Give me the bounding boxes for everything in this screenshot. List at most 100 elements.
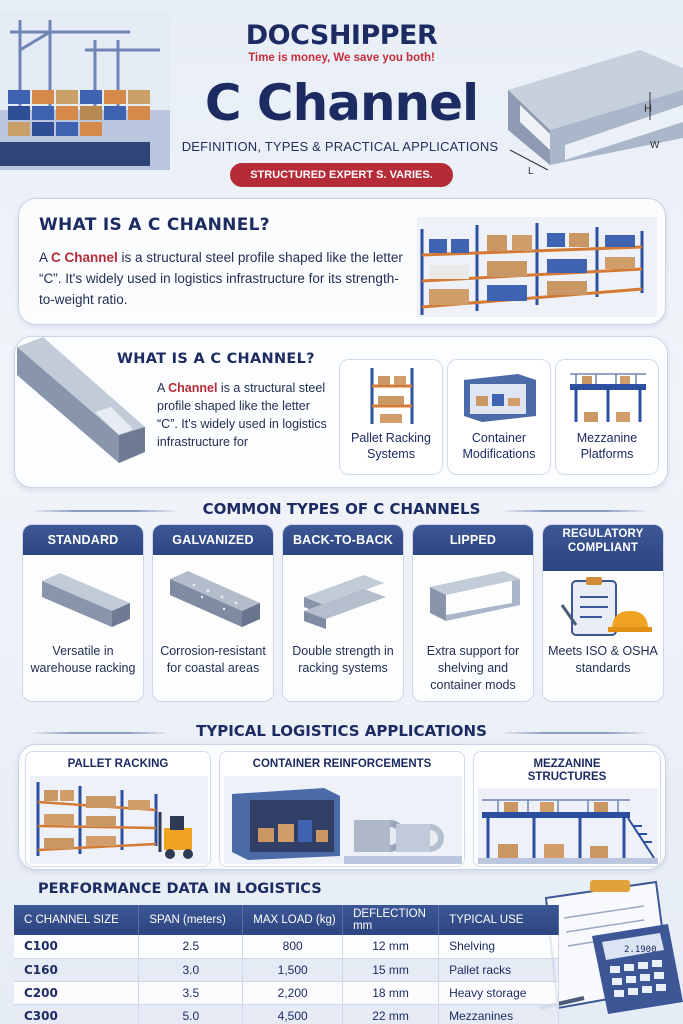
- table-row: C160 3.0 1,500 15 mm Pallet racks: [14, 958, 559, 982]
- mezzanine-icon: [570, 373, 646, 422]
- type-card-regulatory-compliant: REGULATORY COMPLIANT Meets ISO & OSHA st…: [542, 524, 664, 702]
- section2-text-a: A: [157, 381, 169, 395]
- calculator-display: 2.1900: [624, 945, 657, 955]
- performance-heading: PERFORMANCE DATA IN LOGISTICS: [38, 881, 322, 897]
- docshipper-logo: DOCSHIPPER Time is money, We save you bo…: [236, 20, 447, 64]
- applications-row: PALLET RACKING CONTAINER REINFORCEMENTS: [18, 744, 666, 870]
- type-card-lipped: LIPPED Extra support for shelving and co…: [412, 524, 534, 702]
- cell-span: 5.0: [138, 1004, 244, 1024]
- c-channel-beam-diagram: H W L: [508, 50, 683, 177]
- dim-h-label: H: [644, 103, 652, 115]
- cell-typical-use: Heavy storage: [438, 981, 559, 1005]
- divider: [30, 510, 180, 512]
- cell-span: 3.0: [138, 958, 244, 982]
- divider: [500, 732, 650, 734]
- section1-heading: WHAT IS A C CHANNEL?: [39, 215, 270, 235]
- type-card-galvanized: GALVANIZED Corrosion-resistant for coast…: [152, 524, 274, 702]
- col-max-load: MAX LOAD (kg): [242, 905, 344, 935]
- cell-size: C160: [14, 958, 140, 982]
- use-label: Pallet Racking Systems: [351, 431, 431, 461]
- type-title: BACK-TO-BACK: [283, 525, 403, 555]
- app-card-mezzanine-structures: MEZZANINE STRUCTURES: [473, 751, 661, 867]
- divider: [30, 732, 170, 734]
- table-row: C300 5.0 4,500 22 mm Mezzanines: [14, 1004, 559, 1024]
- cell-typical-use: Shelving: [438, 935, 559, 959]
- container-icon: [464, 374, 536, 422]
- port-cranes-illustration: [0, 10, 170, 170]
- section2-text: A Channel is a structural steel profile …: [157, 379, 327, 451]
- cell-size: C100: [14, 935, 140, 959]
- dim-w-label: W: [650, 140, 660, 151]
- type-title: REGULATORY COMPLIANT: [543, 525, 663, 571]
- clipboard-calculator-illustration: 2.1900: [539, 880, 683, 1014]
- section1-text: A C Channel is a structural steel profil…: [39, 247, 409, 310]
- type-card-back-to-back: BACK-TO-BACK Double strength in racking …: [282, 524, 404, 702]
- type-desc: Versatile in warehouse racking: [30, 644, 136, 675]
- section-what-is-c-channel: WHAT IS A C CHANNEL? A C Channel is a st…: [18, 198, 666, 325]
- use-card-container-modifications: Container Modifications: [447, 359, 551, 475]
- galvanized-channel-icon: [170, 571, 260, 627]
- type-title: STANDARD: [23, 525, 143, 555]
- dim-l-label: L: [528, 166, 534, 177]
- cell-typical-use: Pallet racks: [438, 958, 559, 982]
- cell-deflection: 15 mm: [342, 958, 440, 982]
- cell-size: C200: [14, 981, 140, 1005]
- cell-max-load: 4,500: [242, 1004, 344, 1024]
- type-desc: Meets ISO & OSHA standards: [548, 644, 658, 675]
- use-card-pallet-racking: Pallet Racking Systems: [339, 359, 443, 475]
- lipped-channel-icon: [430, 571, 520, 621]
- types-row: STANDARD Versatile in warehouse racking …: [22, 524, 664, 704]
- pallet-rack-icon: [370, 368, 414, 424]
- types-heading: COMMON TYPES OF C CHANNELS: [202, 500, 481, 518]
- cell-deflection: 12 mm: [342, 935, 440, 959]
- cell-span: 2.5: [138, 935, 244, 959]
- cell-max-load: 1,500: [242, 958, 344, 982]
- col-typical-use: TYPICAL USE: [438, 905, 559, 935]
- app-title: PALLET RACKING: [67, 758, 169, 770]
- pallet-racking-illustration: [30, 776, 208, 864]
- app-title: CONTAINER REINFORCEMENTS: [252, 758, 432, 770]
- page-title: C Channel: [204, 74, 479, 132]
- table-header-row: C CHANNEL SIZE SPAN (meters) MAX LOAD (k…: [14, 905, 559, 935]
- mezzanine-structures-illustration: [478, 788, 658, 864]
- type-desc: Corrosion-resistant for coastal areas: [160, 644, 266, 675]
- cell-typical-use: Mezzanines: [438, 1004, 559, 1024]
- cell-size: C300: [14, 1004, 140, 1024]
- type-card-standard: STANDARD Versatile in warehouse racking: [22, 524, 144, 702]
- use-card-mezzanine-platforms: Mezzanine Platforms: [555, 359, 659, 475]
- table-row: C200 3.5 2,200 18 mm Heavy storage: [14, 981, 559, 1005]
- section2-text-c: is a structural steel profile shaped lik…: [157, 381, 327, 449]
- cell-max-load: 2,200: [242, 981, 344, 1005]
- cell-span: 3.5: [138, 981, 244, 1005]
- standard-channel-icon: [42, 573, 130, 627]
- clipboard-hardhat-icon: [560, 577, 652, 636]
- section1-text-a: A: [39, 250, 52, 265]
- ribbon-badge: STRUCTURED EXPERT S. VARIES.: [230, 163, 453, 187]
- page-subtitle: DEFINITION, TYPES & PRACTICAL APPLICATIO…: [181, 139, 499, 154]
- use-label: Container Modifications: [462, 431, 536, 461]
- header: DOCSHIPPER Time is money, We save you bo…: [0, 0, 683, 200]
- container-reinforcements-illustration: [224, 776, 462, 864]
- col-span: SPAN (meters): [138, 905, 244, 935]
- section2-text-highlight: Channel: [168, 381, 218, 395]
- section1-text-c: is a structural steel profile shaped lik…: [39, 250, 403, 307]
- cell-deflection: 22 mm: [342, 1004, 440, 1024]
- tagline: Time is money, We save you both!: [248, 52, 435, 64]
- col-size: C CHANNEL SIZE: [14, 905, 140, 935]
- divider: [500, 510, 650, 512]
- use-label: Mezzanine Platforms: [576, 431, 638, 461]
- performance-table: C CHANNEL SIZE SPAN (meters) MAX LOAD (k…: [14, 905, 559, 1024]
- warehouse-shelving-illustration: [417, 217, 657, 317]
- section-what-is-c-channel-2: WHAT IS A C CHANNEL? A Channel is a stru…: [14, 336, 668, 488]
- col-deflection: DEFLECTION mm: [342, 905, 440, 935]
- type-title: LIPPED: [413, 525, 533, 555]
- section1-text-highlight: C Channel: [51, 250, 118, 265]
- table-row: C100 2.5 800 12 mm Shelving: [14, 935, 559, 959]
- app-card-container-reinforcements: CONTAINER REINFORCEMENTS: [219, 751, 465, 867]
- app-title: MEZZANINE STRUCTURES: [527, 758, 607, 783]
- type-desc: Extra support for shelving and container…: [426, 644, 520, 692]
- cell-max-load: 800: [242, 935, 344, 959]
- applications-heading: TYPICAL LOGISTICS APPLICATIONS: [196, 722, 487, 740]
- c-channel-beam-icon: [17, 337, 145, 463]
- type-title: GALVANIZED: [153, 525, 273, 555]
